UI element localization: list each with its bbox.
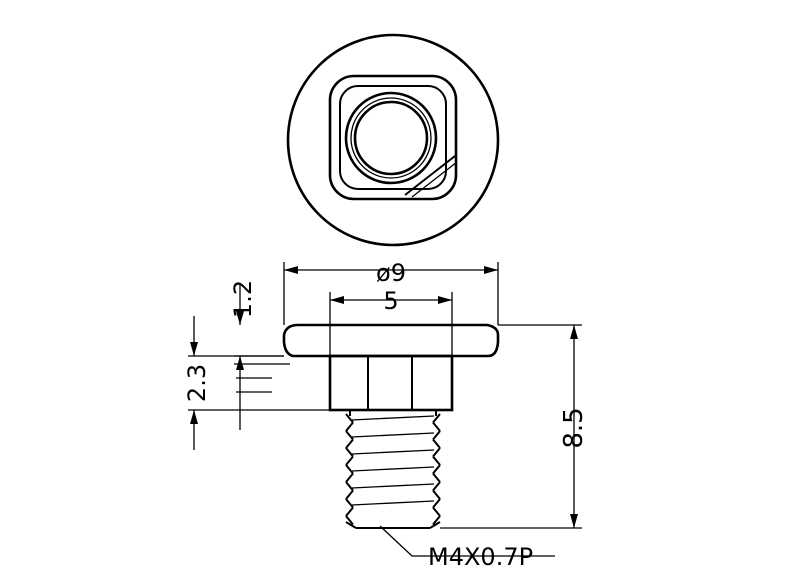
- thread-line: [345, 506, 354, 517]
- label-hex-width: 5: [383, 287, 398, 315]
- flange-arrow-top: [236, 311, 244, 325]
- hexh-arrow-top: [190, 342, 198, 356]
- thread-line: [351, 466, 435, 472]
- top-view-hex-inner-outline: [339, 85, 447, 190]
- thread-line: [345, 481, 354, 492]
- thread-line: [429, 521, 441, 529]
- label-flange-thickness: 1.2: [229, 280, 257, 318]
- thread-line: [432, 455, 441, 466]
- top-view-thread-outer: [344, 91, 438, 185]
- thread-line: [432, 464, 441, 475]
- top-view-chamfer-mark: [404, 155, 456, 196]
- thread-line: [345, 521, 357, 529]
- dia-arrow-right: [484, 266, 498, 274]
- top-view-chamfer-mark-2: [411, 161, 458, 198]
- len-arrow-top: [570, 325, 578, 339]
- hex-arrow-left: [330, 296, 344, 304]
- dimension-lines: [188, 262, 582, 557]
- thread-line: [351, 415, 435, 421]
- thread-line: [432, 438, 441, 449]
- thread-line: [345, 430, 354, 441]
- thread-line: [345, 489, 354, 500]
- hexh-arrow-bottom: [190, 410, 198, 424]
- thread-line: [432, 515, 441, 526]
- top-view: [286, 33, 500, 247]
- thread-line: [345, 455, 354, 466]
- thread-line: [432, 472, 441, 483]
- thread-line: [345, 472, 354, 483]
- dimension-labels: ø9 5 1.2 2.3 8.5 M4X0.7P: [183, 259, 589, 571]
- top-view-thread-inner: [353, 100, 429, 176]
- flange-arrow-bottom: [236, 356, 244, 370]
- len-arrow-bottom: [570, 514, 578, 528]
- thread-line: [432, 498, 441, 509]
- side-view-thread: [345, 410, 441, 529]
- thread-line: [432, 506, 441, 517]
- thread-line: [345, 464, 354, 475]
- thread-line: [432, 447, 441, 458]
- thread-line: [432, 413, 441, 424]
- thread-line: [345, 421, 354, 432]
- label-total-length: 8.5: [559, 407, 589, 448]
- label-thread-spec: M4X0.7P: [428, 543, 533, 571]
- hex-arrow-right: [438, 296, 452, 304]
- label-hex-height: 2.3: [183, 364, 211, 402]
- thread-line: [345, 413, 354, 424]
- thread-line: [432, 489, 441, 500]
- thread-line: [432, 481, 441, 492]
- thread-line: [351, 449, 435, 455]
- thread-line: [351, 500, 435, 506]
- top-view-hex-outline: [328, 74, 458, 201]
- thread-line: [351, 432, 435, 438]
- thread-line: [345, 438, 354, 449]
- side-view-flange: [282, 323, 500, 358]
- side-view-hex-body: [328, 354, 454, 412]
- thread-line: [345, 498, 354, 509]
- top-view-flange-circle: [286, 33, 500, 247]
- dia-arrow-left: [284, 266, 298, 274]
- top-view-thread-root: [350, 97, 432, 179]
- thread-line: [351, 483, 435, 489]
- side-view: [282, 323, 500, 529]
- label-flange-diameter: ø9: [376, 259, 406, 287]
- thread-line: [345, 447, 354, 458]
- thread-line: [432, 421, 441, 432]
- thread-line: [345, 515, 354, 526]
- thread-line: [432, 430, 441, 441]
- thread-leader-line: [379, 525, 555, 557]
